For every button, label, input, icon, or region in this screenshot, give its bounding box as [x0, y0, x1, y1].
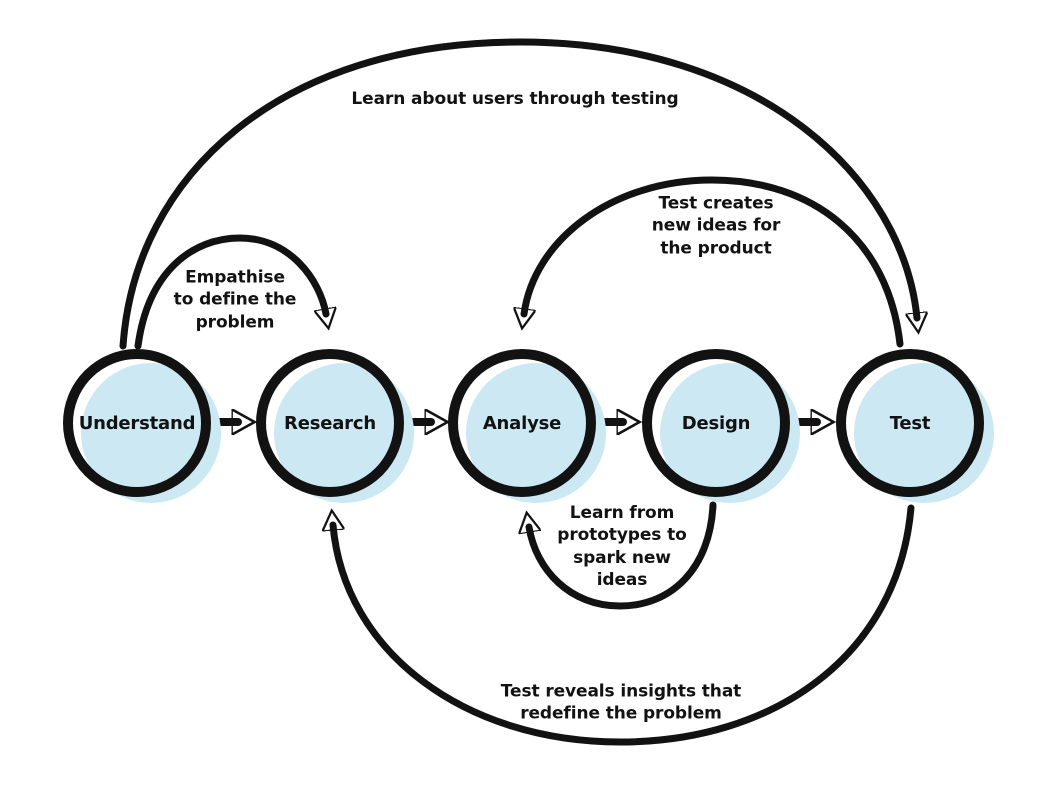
node-analyse: Analyse — [448, 349, 610, 509]
node-design: Design — [642, 349, 804, 509]
arc-learn-about-users — [119, 38, 917, 350]
node-ring: Test — [836, 349, 984, 497]
node-understand: Understand — [63, 349, 225, 509]
node-label-research: Research — [284, 412, 376, 434]
arc-label-learn-about-users: Learn about users through testing — [351, 88, 679, 109]
arc-test-creates — [524, 176, 904, 348]
arc-learn-from-prototypes — [529, 501, 717, 610]
node-ring: Understand — [63, 349, 211, 497]
arc-empathise — [134, 234, 326, 350]
node-research: Research — [256, 349, 418, 509]
node-ring: Design — [642, 349, 790, 497]
arc-label-test-reveals: Test reveals insights that redefine the … — [500, 681, 742, 724]
arc-label-empathise: Empathise to define the problem — [173, 267, 297, 333]
arc-test-reveals — [333, 504, 915, 746]
arc-label-learn-from-prototypes: Learn from prototypes to spark new ideas — [557, 503, 687, 591]
node-ring: Analyse — [448, 349, 596, 497]
node-label-design: Design — [681, 412, 751, 434]
node-label-analyse: Analyse — [482, 412, 562, 434]
arc-label-test-creates: Test creates new ideas for the product — [651, 193, 781, 259]
node-ring: Research — [256, 349, 404, 497]
node-test: Test — [836, 349, 998, 509]
node-label-test: Test — [889, 412, 931, 434]
node-label-understand: Understand — [78, 412, 196, 434]
